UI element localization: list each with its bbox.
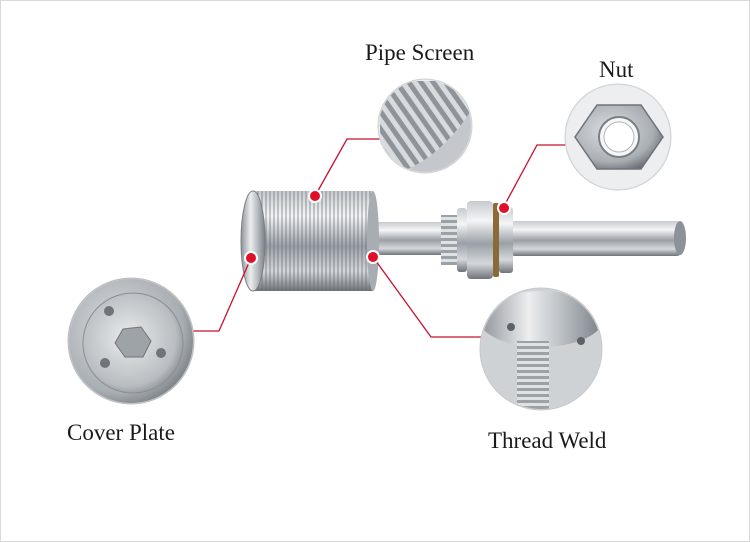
label-nut: Nut — [599, 57, 634, 82]
label-pipe-screen: Pipe Screen — [365, 40, 475, 65]
nut-gasket — [493, 203, 499, 277]
detail-cover-plate — [67, 277, 195, 405]
nut-washer-right — [499, 207, 513, 273]
nozzle-rod — [511, 221, 681, 256]
nut-washer-left — [457, 208, 467, 272]
marker-thread-weld — [366, 250, 380, 264]
cover-plate-hex-hole — [114, 326, 152, 358]
rod-end — [674, 221, 686, 255]
nut-body — [467, 201, 493, 279]
label-cover-plate: Cover Plate — [67, 420, 175, 445]
detail-pipe-screen — [377, 78, 473, 174]
marker-pipe-screen — [308, 189, 322, 203]
nozzle-assembly — [240, 190, 686, 292]
callout-line-thread-weld — [372, 256, 485, 338]
callout-line-nut — [502, 144, 571, 209]
thread-weld-stem — [517, 341, 549, 409]
callout-markers — [244, 189, 511, 265]
cover-plate-bolt-3 — [100, 358, 110, 368]
screen-slots — [251, 191, 373, 291]
screen-front-face — [240, 190, 266, 292]
marker-nut — [497, 201, 511, 215]
marker-cover-plate — [244, 251, 258, 265]
detail-nut — [564, 83, 672, 191]
cover-plate-bolt-2 — [156, 348, 166, 358]
cover-plate-bolt-1 — [104, 306, 114, 316]
detail-thread-weld — [479, 287, 603, 411]
callout-line-pipe-screen — [314, 138, 385, 197]
callout-line-cover-plate — [191, 257, 252, 332]
screen-rear-rim — [367, 191, 379, 291]
callout-lines — [191, 138, 571, 338]
label-thread-weld: Thread Weld — [488, 428, 607, 453]
